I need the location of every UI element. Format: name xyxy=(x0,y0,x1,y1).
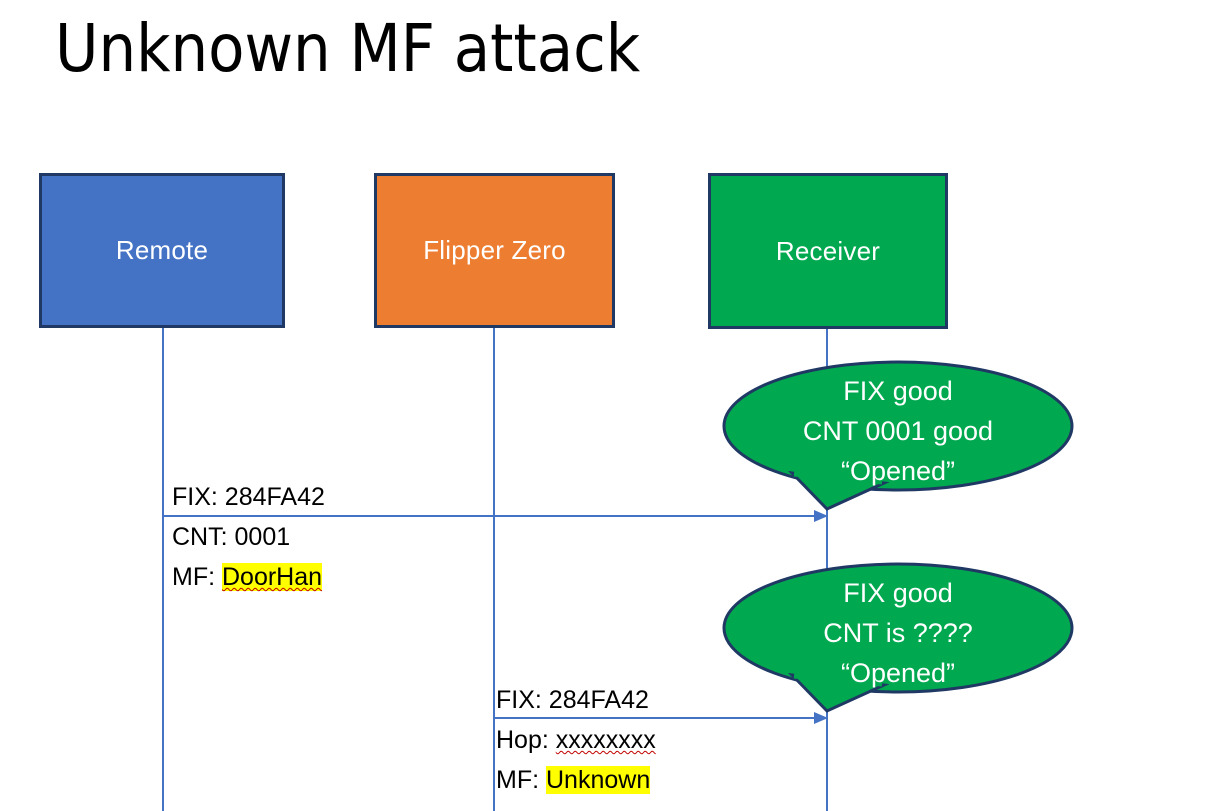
message2-line-fix: FIX: 284FA42 xyxy=(496,680,656,720)
message-label-flipper-to-receiver: FIX: 284FA42 Hop: xxxxxxxx MF: Unknown xyxy=(496,680,656,800)
speech-bubble-shape xyxy=(722,562,1074,713)
message2-line-fix-key: FIX: xyxy=(496,686,542,714)
message2-line-hop: Hop: xxxxxxxx xyxy=(496,720,656,760)
actor-label-remote: Remote xyxy=(115,235,209,265)
message-line-mf-key: MF: xyxy=(172,563,216,591)
message-line-cnt-key: CNT: xyxy=(172,523,228,551)
message2-line-hop-key: Hop: xyxy=(496,726,549,754)
actor-label-flipper-zero: Flipper Zero xyxy=(423,235,566,265)
message-line-cnt-value: 0001 xyxy=(234,523,291,551)
lifeline-flipper-zero xyxy=(493,328,495,811)
message2-line-mf-key: MF: xyxy=(496,766,540,794)
message-line-cnt: CNT: 0001 xyxy=(172,517,325,557)
message-label-remote-to-receiver: FIX: 284FA42 CNT: 0001 MF: DoorHan xyxy=(172,477,325,597)
message-line-mf: MF: DoorHan xyxy=(172,557,325,597)
actor-box-remote[interactable]: Remote xyxy=(39,173,285,328)
message-line-fix: FIX: 284FA42 xyxy=(172,477,325,517)
message-line-fix-value: 284FA42 xyxy=(224,483,325,511)
speech-bubble-second-reply[interactable]: FIX good CNT is ???? “Opened” xyxy=(722,562,1074,723)
message-arrow-remote-to-receiver xyxy=(163,510,828,522)
message2-line-fix-value: 284FA42 xyxy=(548,686,649,714)
actor-box-flipper-zero[interactable]: Flipper Zero xyxy=(374,173,615,328)
lifeline-remote xyxy=(162,328,164,811)
message2-line-hop-value: xxxxxxxx xyxy=(555,726,656,754)
page-title: Unknown MF attack xyxy=(55,10,641,87)
speech-bubble-first-reply[interactable]: FIX good CNT 0001 good “Opened” xyxy=(722,360,1074,521)
speech-bubble-shape xyxy=(722,360,1074,511)
actor-label-receiver: Receiver xyxy=(775,235,881,266)
actor-box-receiver[interactable]: Receiver xyxy=(708,173,948,329)
message-arrow-flipper-to-receiver xyxy=(494,712,828,724)
message2-line-mf-value: Unknown xyxy=(546,766,651,794)
message2-line-mf: MF: Unknown xyxy=(496,760,656,800)
message-line-mf-value: DoorHan xyxy=(222,563,323,591)
message-line-fix-key: FIX: xyxy=(172,483,218,511)
